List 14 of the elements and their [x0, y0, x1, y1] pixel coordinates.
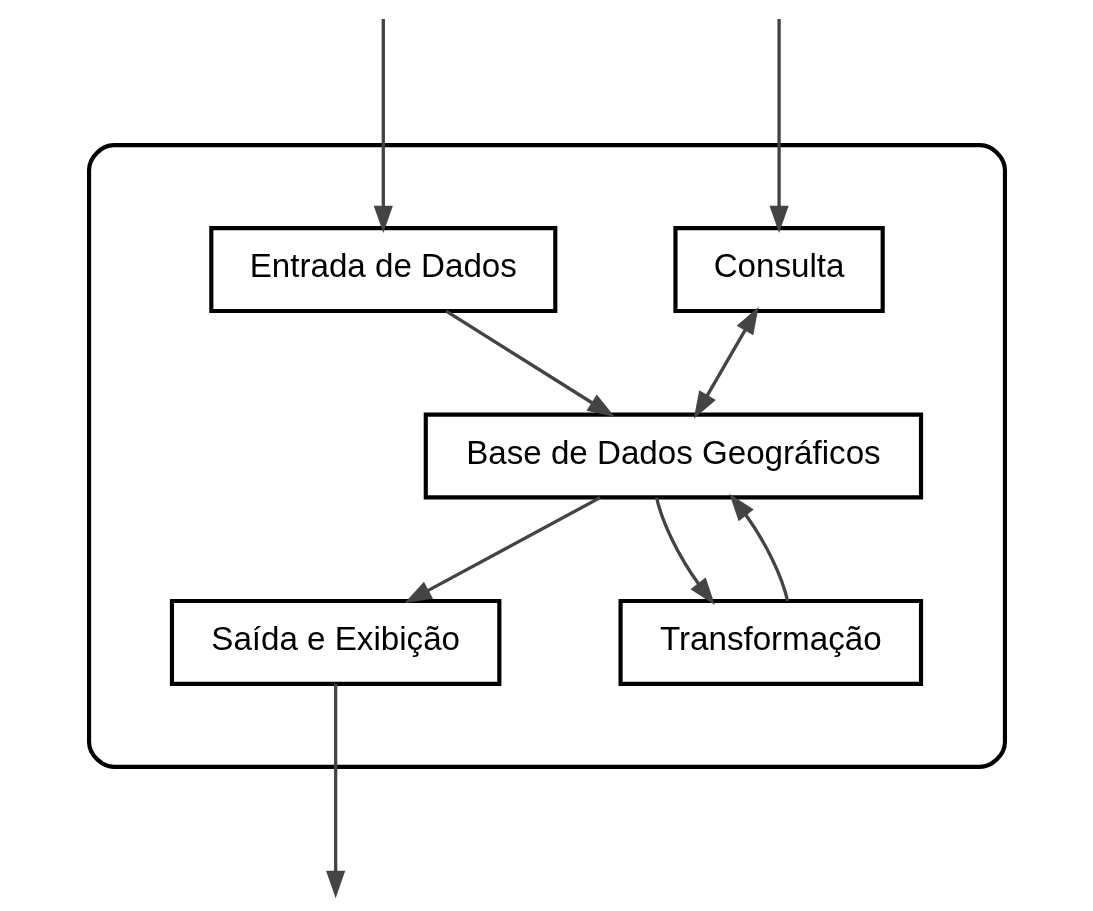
- node-box: Entrada de Dados: [208, 225, 557, 313]
- arrow: [693, 306, 759, 419]
- node-box: Consulta: [672, 225, 885, 313]
- node-box: Transformação: [618, 598, 923, 686]
- arrow: [444, 309, 615, 417]
- arrow: [728, 493, 789, 601]
- arrow: [769, 18, 789, 233]
- arrow: [325, 683, 345, 898]
- arrow: [654, 496, 715, 605]
- cluster: [86, 142, 1007, 769]
- node-box: Base de Dados Geográficos: [423, 412, 923, 499]
- arrow: [373, 18, 393, 233]
- node-box: Saída e Exibição: [169, 598, 501, 686]
- arrow: [403, 495, 601, 603]
